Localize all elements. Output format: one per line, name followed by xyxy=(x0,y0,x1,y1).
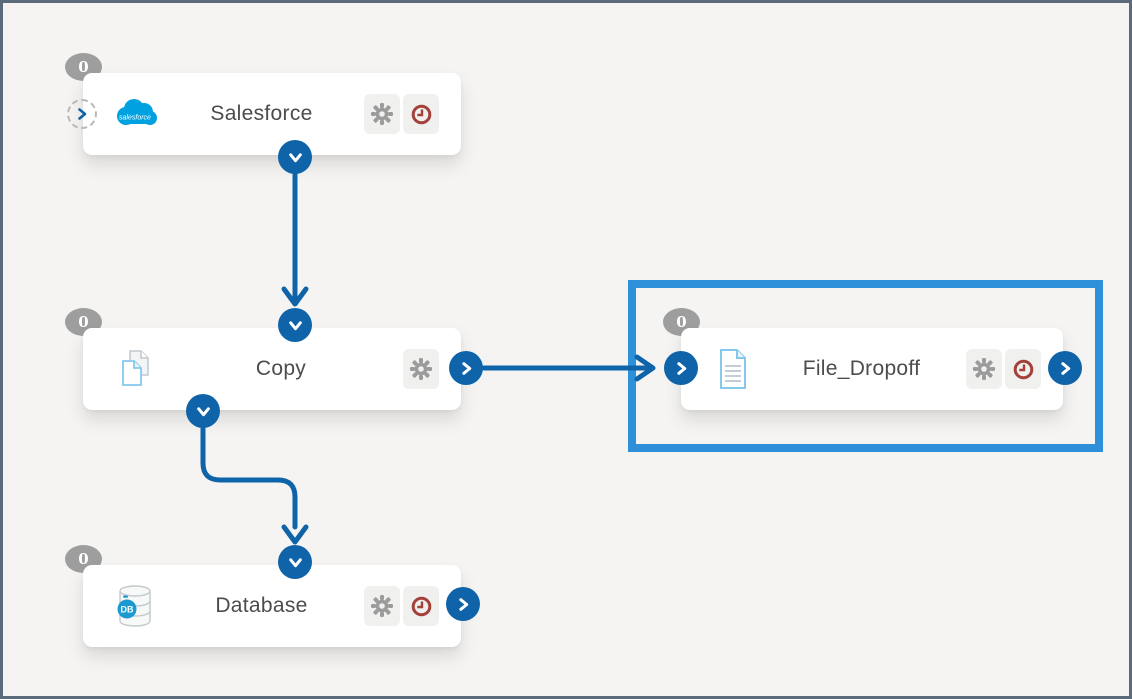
settings-button[interactable] xyxy=(364,586,400,626)
input-port-top[interactable] xyxy=(278,308,312,342)
file-icon xyxy=(709,347,757,391)
settings-button[interactable] xyxy=(364,94,400,134)
chevron-right-icon xyxy=(676,361,686,375)
input-port-left[interactable] xyxy=(664,351,698,385)
input-port-unconnected[interactable] xyxy=(67,99,97,129)
node-database: 0 DB xyxy=(65,545,480,647)
salesforce-logo-text: salesforce xyxy=(119,115,151,122)
schedule-button[interactable] xyxy=(403,94,439,134)
node-card-file-dropoff[interactable]: File_Dropoff xyxy=(681,328,1063,410)
output-port-bottom[interactable] xyxy=(186,394,220,428)
settings-button[interactable] xyxy=(966,349,1002,389)
node-title: Salesforce xyxy=(210,102,313,125)
connection-copy-database[interactable] xyxy=(200,426,309,545)
output-port-right[interactable] xyxy=(449,351,483,385)
output-port-bottom[interactable] xyxy=(278,140,312,174)
chevron-down-icon xyxy=(288,152,302,162)
salesforce-icon: salesforce xyxy=(111,96,159,132)
input-port-top[interactable] xyxy=(278,545,312,579)
node-copy: 0 Copy xyxy=(65,308,483,428)
settings-button[interactable] xyxy=(403,349,439,389)
gear-icon xyxy=(410,358,432,380)
schedule-button[interactable] xyxy=(1005,349,1041,389)
gear-icon xyxy=(371,595,393,617)
clock-icon xyxy=(411,596,431,616)
copy-icon xyxy=(111,347,159,391)
node-title: Database xyxy=(215,594,308,617)
clock-icon xyxy=(411,104,431,124)
chevron-down-icon xyxy=(288,320,302,330)
node-title: File_Dropoff xyxy=(802,357,921,380)
node-card-copy[interactable]: Copy xyxy=(83,328,461,410)
db-icon-text: DB xyxy=(121,605,134,615)
chevron-right-icon xyxy=(458,597,468,611)
clock-icon xyxy=(1013,359,1033,379)
output-port-right[interactable] xyxy=(1048,351,1082,385)
node-salesforce: 0 salesforce Salesforce xyxy=(65,53,461,174)
node-file-dropoff: 0 File_Dropoff xyxy=(663,308,1082,410)
chevron-down-icon xyxy=(288,557,302,567)
chevron-down-icon xyxy=(196,406,210,416)
chevron-right-icon xyxy=(1060,361,1070,375)
node-title: Copy xyxy=(255,357,307,380)
output-port-right[interactable] xyxy=(446,587,480,621)
gear-icon xyxy=(973,358,995,380)
chevron-right-icon xyxy=(461,361,471,375)
chevron-right-icon xyxy=(78,108,87,120)
node-card-salesforce[interactable]: salesforce Salesforce xyxy=(83,73,461,155)
connection-salesforce-copy[interactable] xyxy=(281,172,309,307)
schedule-button[interactable] xyxy=(403,586,439,626)
database-icon: DB xyxy=(111,582,159,630)
node-card-database[interactable]: DB Database xyxy=(83,565,461,647)
gear-icon xyxy=(371,103,393,125)
